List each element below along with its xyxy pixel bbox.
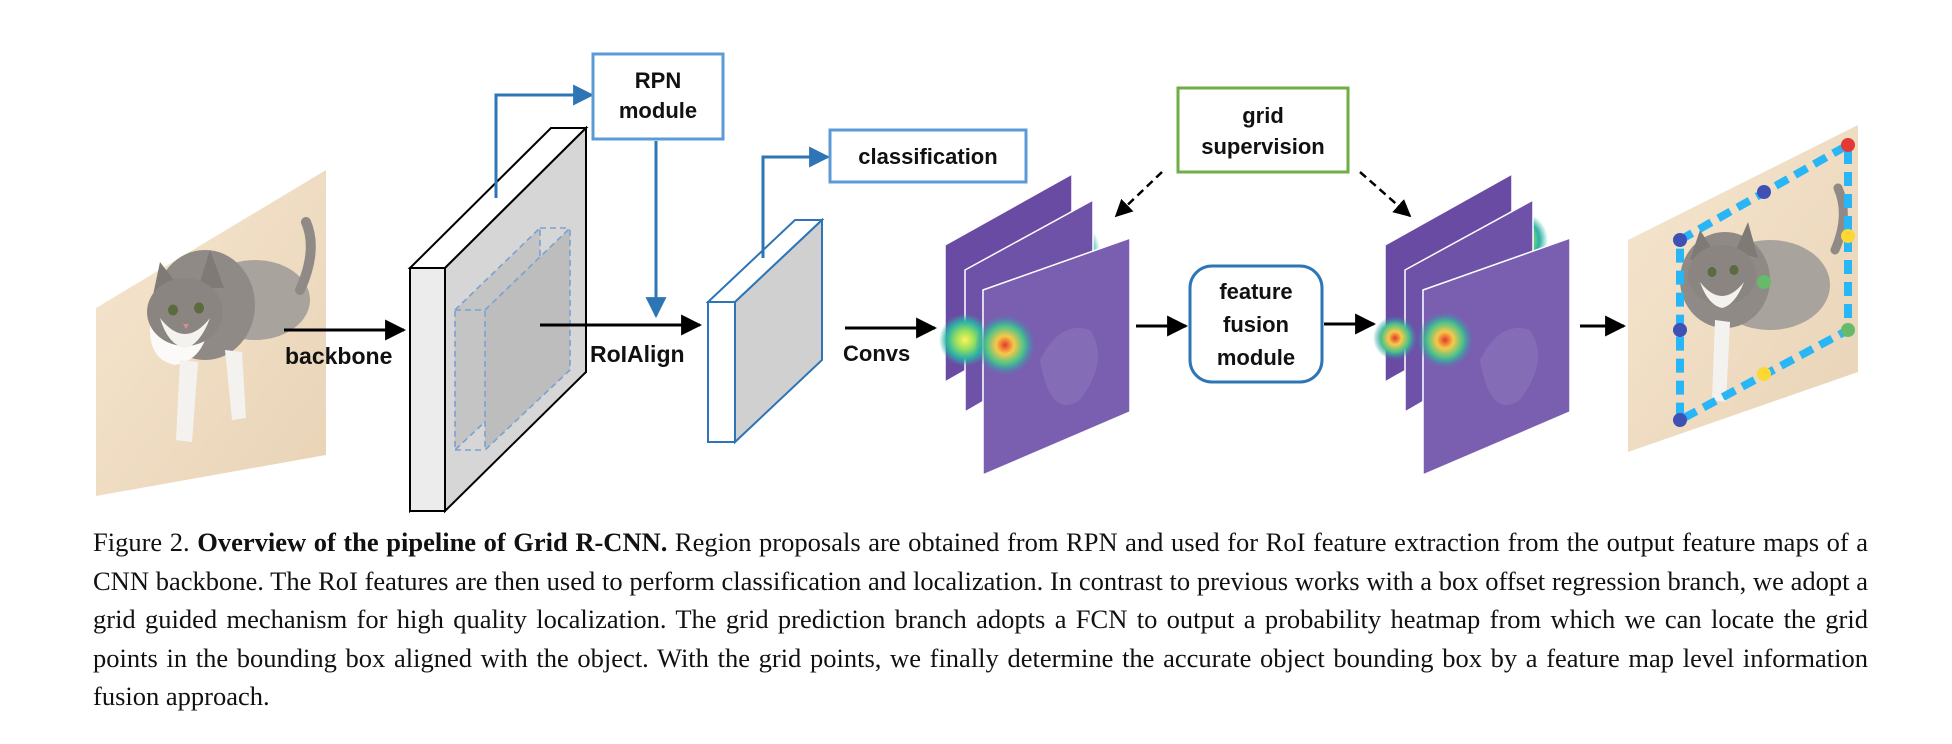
heatmap-stack-icon [939, 172, 1131, 477]
classification-branch-arrow [761, 146, 831, 258]
grid-supervision-arrow-right [1359, 171, 1412, 218]
feature-fusion-module-box: feature fusion module [1188, 264, 1324, 384]
grid-supervision-line2: supervision [1201, 134, 1324, 159]
classification-box: classification [828, 128, 1028, 184]
caption-body: Region proposals are obtained from RPN a… [93, 527, 1869, 711]
caption-prefix: Figure 2. [93, 527, 198, 557]
classification-label: classification [858, 144, 997, 169]
backbone-label: backbone [285, 343, 392, 369]
figure-caption: Figure 2. Overview of the pipeline of Gr… [93, 523, 1868, 716]
roi-feature-block-icon [705, 217, 825, 445]
grid-supervision-line1: grid [1242, 103, 1284, 128]
grid-point [1673, 233, 1687, 247]
rpn-module-box: RPN module [591, 52, 725, 141]
roialign-label: RoIAlign [590, 341, 685, 367]
grid-supervision-arrow-left [1114, 171, 1163, 218]
result-image [1628, 125, 1858, 452]
pipeline-diagram: backbone RPN module RoIAlign classificat… [96, 52, 1858, 514]
grid-point [1757, 185, 1771, 199]
cnn-block-icon [407, 125, 589, 514]
fusion-label-line3: module [1217, 345, 1295, 370]
grid-point [1841, 138, 1855, 152]
grid-point [1841, 229, 1855, 243]
grid-point [1673, 323, 1687, 337]
grid-point [1841, 323, 1855, 337]
rpn-label-line2: module [619, 98, 697, 123]
grid-point [1757, 275, 1771, 289]
grid-supervision-box: grid supervision [1176, 86, 1350, 174]
grid-point [1673, 413, 1687, 427]
input-image [96, 170, 326, 496]
fused-heatmap-stack-icon [1373, 172, 1571, 477]
fusion-label-line1: feature [1219, 279, 1292, 304]
rpn-label-line1: RPN [635, 68, 681, 93]
convs-label: Convs [843, 341, 910, 366]
caption-title: Overview of the pipeline of Grid R-CNN. [197, 527, 668, 557]
grid-point [1757, 367, 1771, 381]
cat-photo-icon [147, 217, 316, 442]
rpn-branch-arrow [494, 84, 595, 198]
fusion-label-line2: fusion [1223, 312, 1289, 337]
